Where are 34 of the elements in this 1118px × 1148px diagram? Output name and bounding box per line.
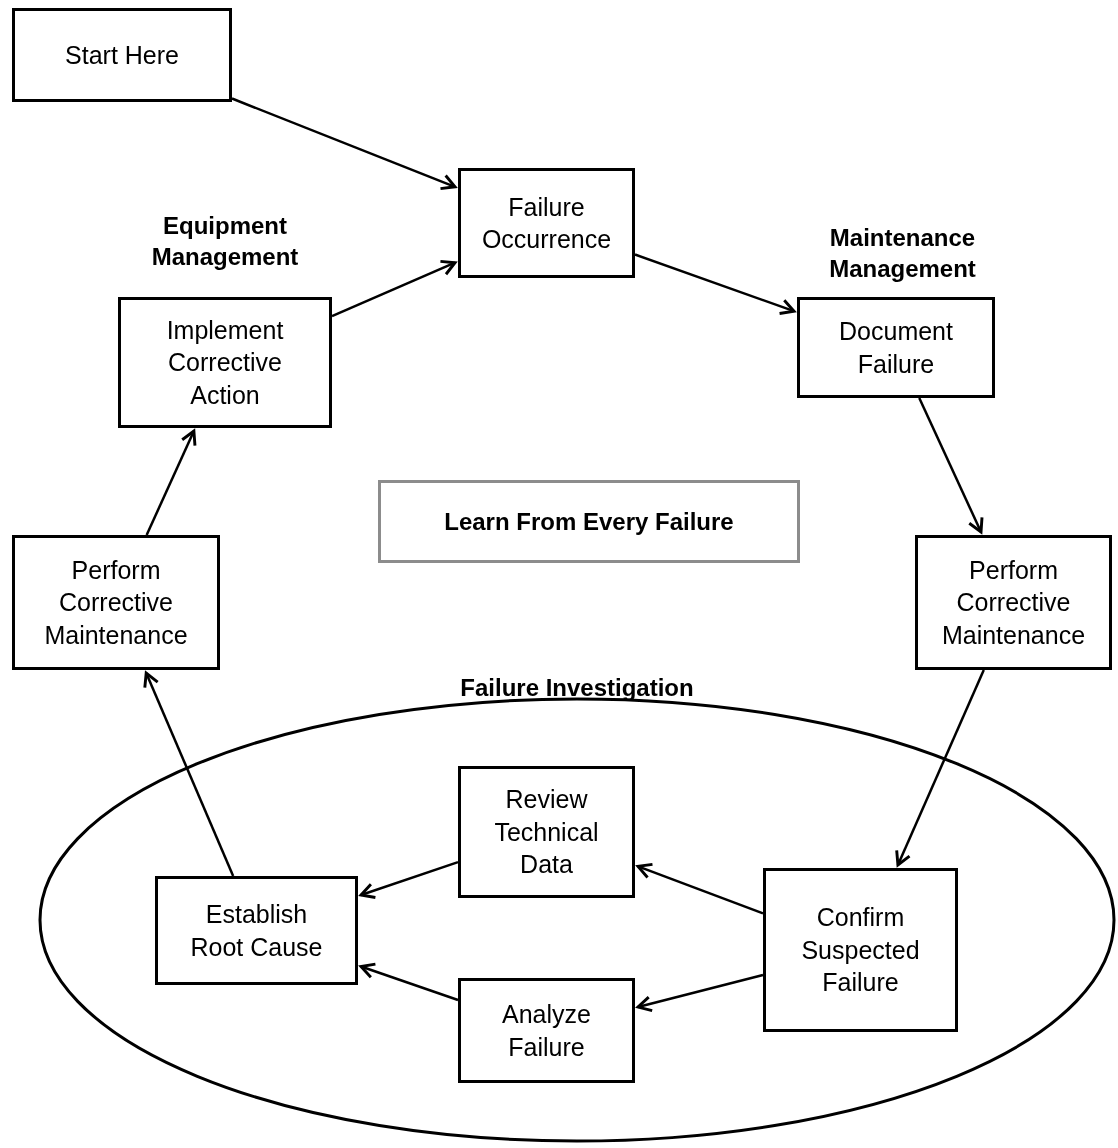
process-box xyxy=(763,868,958,1032)
box-text: Confirm Suspected Failure xyxy=(800,902,921,999)
arrow xyxy=(636,973,764,1013)
process-box xyxy=(12,8,232,102)
box-text: Failure Occurrence xyxy=(480,191,613,255)
process-box xyxy=(458,168,635,278)
process-box xyxy=(915,535,1112,670)
arrow xyxy=(895,669,985,867)
arrow xyxy=(918,397,984,534)
box-text: Establish Root Cause xyxy=(189,899,324,963)
box-text: Perform Corrective Maintenance xyxy=(43,554,189,651)
arrow xyxy=(331,259,457,318)
process-box xyxy=(155,876,358,985)
process-box xyxy=(12,535,220,670)
arrow xyxy=(634,253,796,315)
note-box xyxy=(378,480,800,563)
arrow xyxy=(231,97,457,191)
box-text: Learn From Every Failure xyxy=(444,506,734,537)
process-box xyxy=(458,766,635,898)
box-text: Start Here xyxy=(65,39,179,71)
arrow xyxy=(359,860,459,899)
box-text: Document Failure xyxy=(838,316,954,380)
box-text: Implement Corrective Action xyxy=(165,314,285,411)
arrow xyxy=(359,962,459,1002)
process-box xyxy=(458,978,635,1083)
box-text: Analyze Failure xyxy=(501,999,592,1063)
group-heading: Failure Investigation xyxy=(459,673,695,703)
group-heading: Equipment Management xyxy=(150,211,300,273)
arrow xyxy=(636,862,764,915)
group-heading: Maintenance Management xyxy=(828,223,977,285)
arrow xyxy=(145,429,197,536)
box-text: Perform Corrective Maintenance xyxy=(940,554,1087,651)
box-text: Review Technical Data xyxy=(493,784,600,881)
arrow xyxy=(143,671,235,877)
